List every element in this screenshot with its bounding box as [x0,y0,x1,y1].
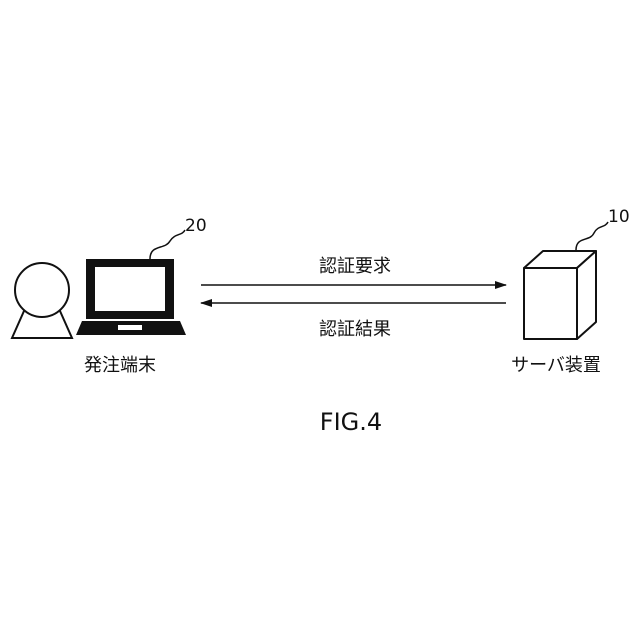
person-icon [12,263,72,338]
server-box-icon [524,251,596,339]
server-label: サーバ装置 [511,355,601,376]
terminal-label: 発注端末 [84,355,156,376]
request-message-label: 認証要求 [319,256,391,277]
terminal-leader-line [150,230,185,259]
server-reference-number: 10 [608,207,630,227]
terminal-reference-number: 20 [185,216,207,236]
figure-caption: FIG.4 [320,408,382,436]
laptop-icon [76,259,186,335]
result-message-label: 認証結果 [319,319,391,340]
server-leader-line [576,222,608,250]
